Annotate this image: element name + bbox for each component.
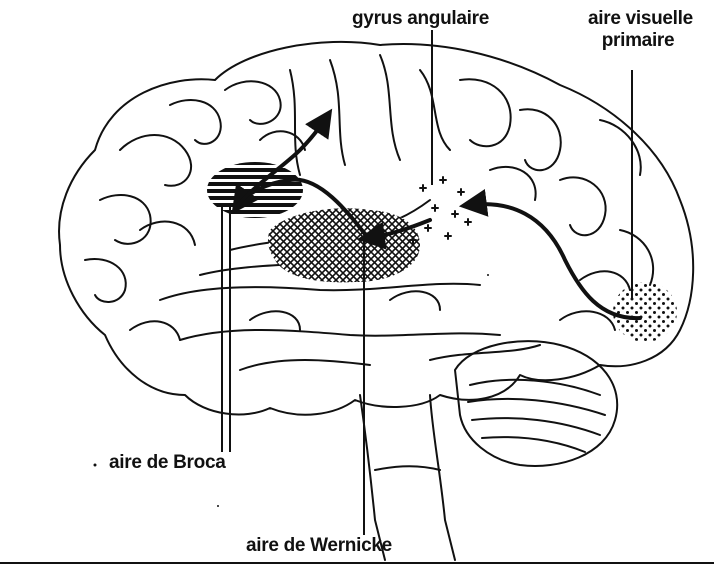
label-gyrus-angulaire: gyrus angulaire xyxy=(352,8,489,30)
visual-area xyxy=(613,282,677,342)
label-aire-de-wernicke: aire de Wernicke xyxy=(246,535,392,557)
pathway-visual-to-angular xyxy=(470,204,640,318)
label-aire-visuelle-primaire: aire visuelle primaire xyxy=(588,8,688,52)
wernicke-area xyxy=(268,208,420,282)
label-aire-visuelle-line1: aire visuelle xyxy=(588,8,688,30)
cerebellum-outline xyxy=(455,341,617,466)
label-aire-visuelle-line2: primaire xyxy=(588,30,688,52)
label-aire-de-broca: aire de Broca xyxy=(109,452,226,474)
angular-gyrus-marks xyxy=(410,177,471,243)
